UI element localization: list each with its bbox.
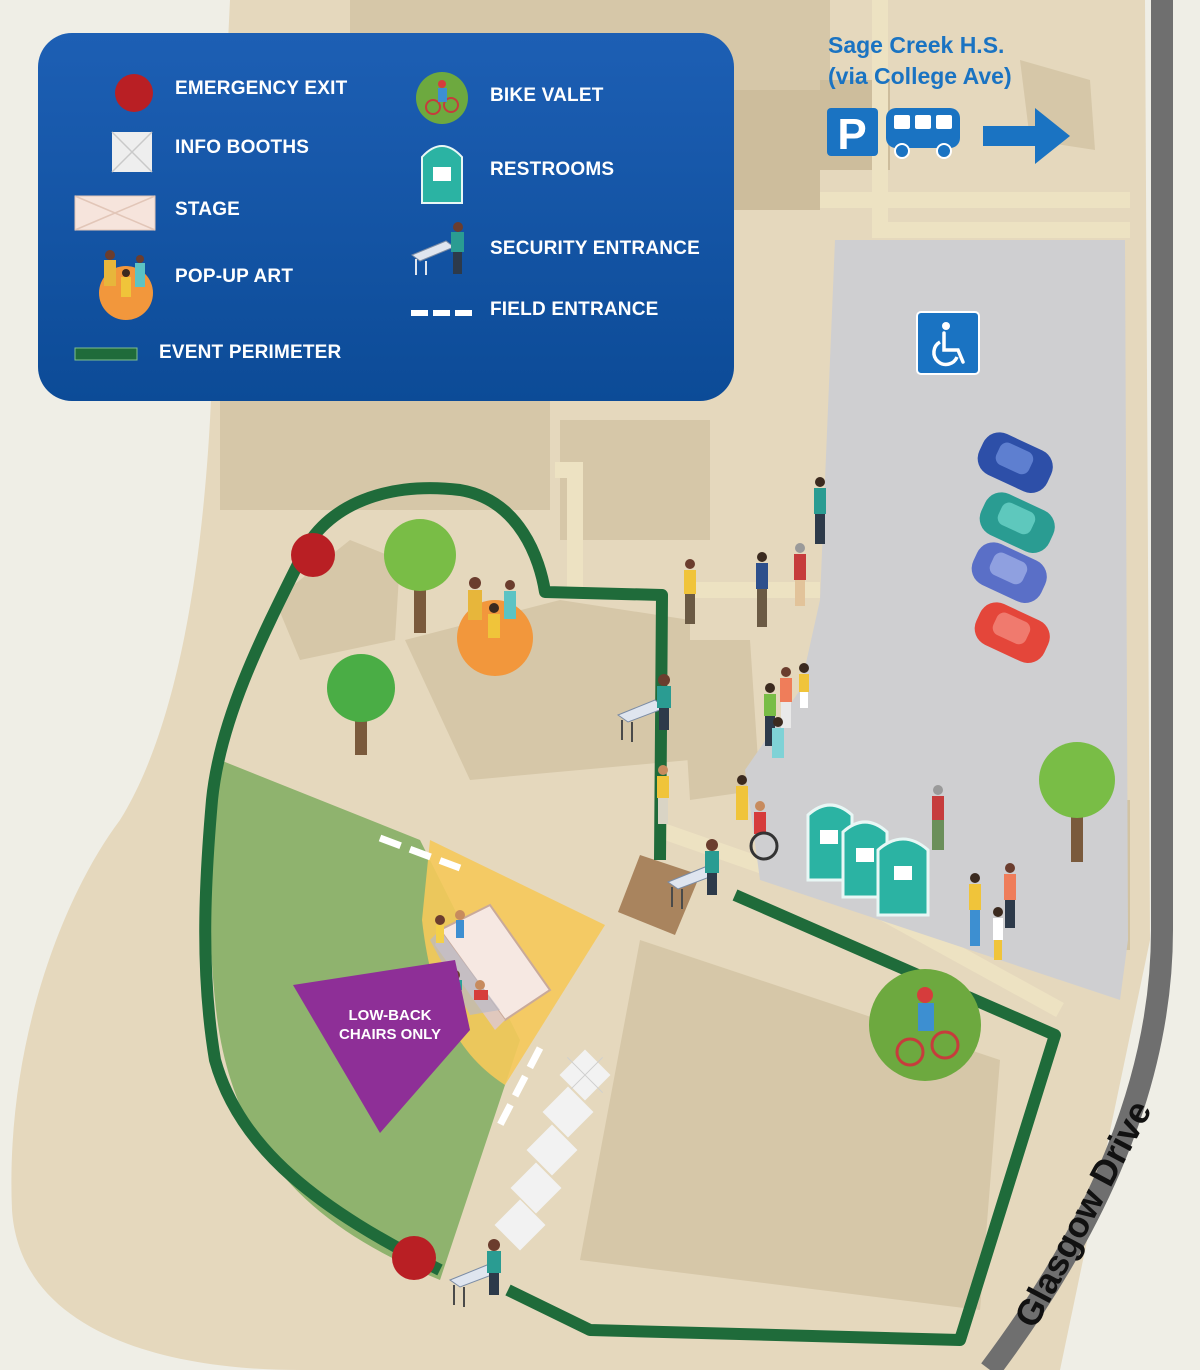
bike-valet-marker: [869, 969, 981, 1081]
parking-sign: P: [827, 108, 878, 159]
restrooms: [806, 803, 930, 917]
person-icon: [756, 552, 768, 627]
field-entrance-north: [378, 834, 462, 872]
security-entrance-center: [666, 839, 719, 909]
tree-icon: [384, 519, 456, 633]
info-booth-icon: [542, 1086, 594, 1138]
security-entrance-legend-icon: [410, 222, 464, 275]
pop-up-art-marker: [457, 577, 533, 676]
person-icon: [657, 765, 669, 824]
legend-emergency-exit: EMERGENCY EXIT: [175, 78, 348, 99]
arrow-right-icon: [983, 108, 1070, 164]
legend-bike-valet: BIKE VALET: [490, 85, 604, 106]
person-icon: [969, 873, 981, 946]
zone-label-line2: CHAIRS ONLY: [339, 1026, 441, 1043]
low-back-chairs-zone: [293, 960, 470, 1133]
wheelchair-user-icon: [749, 801, 779, 861]
legend-info-booths: INFO BOOTHS: [175, 137, 310, 158]
person-icon: [1004, 863, 1016, 928]
legend-restrooms: RESTROOMS: [490, 159, 615, 180]
legend-field-entrance: FIELD ENTRANCE: [490, 299, 659, 320]
legend-stage: STAGE: [175, 199, 241, 220]
event-perimeter-west: [199, 482, 668, 1276]
security-entrance-south: [448, 1239, 501, 1307]
pedestrians: [657, 477, 1016, 960]
field-entrance-south: [496, 1046, 544, 1127]
person-icon: [772, 717, 784, 758]
restroom-legend-icon: [421, 145, 463, 204]
car-icon: [979, 492, 1055, 553]
person-icon: [814, 477, 826, 544]
map-legend: EMERGENCY EXIT INFO BOOTHS STAGE POP-UP …: [38, 33, 734, 401]
info-booth-icon: [510, 1162, 562, 1214]
person-icon: [684, 559, 696, 624]
restroom-icon: [876, 837, 930, 917]
person-icon: [932, 785, 944, 850]
info-booth-legend-icon: [111, 131, 153, 173]
bike-valet-legend-icon: [416, 72, 468, 124]
person-icon: [764, 683, 776, 746]
parking-letter: P: [837, 110, 866, 159]
emergency-exit-icon: [115, 74, 153, 112]
pop-up-art-legend-icon: [99, 250, 153, 320]
info-booths: [494, 1049, 611, 1251]
field-entrance-legend-icon: [411, 310, 472, 316]
glasgow-drive-road: [981, 0, 1173, 1370]
parked-cars: [971, 432, 1055, 663]
bus-icon: [886, 108, 960, 159]
legend-event-perimeter: EVENT PERIMETER: [159, 342, 342, 363]
entrance-patch: [618, 855, 700, 935]
destination-line1: Sage Creek H.S.: [828, 32, 1005, 58]
zone-label-line1: LOW-BACK: [348, 1007, 431, 1024]
person-icon: [799, 663, 809, 708]
tree-icon: [1039, 742, 1115, 862]
tree-icon: [327, 654, 395, 755]
destination-line2: (via College Ave): [828, 63, 1012, 89]
wheelchair-icon: [942, 322, 950, 330]
car-icon: [971, 542, 1047, 603]
destination-label: Sage Creek H.S. (via College Ave): [828, 30, 1012, 92]
legend-pop-up-art: POP-UP ART: [175, 266, 294, 287]
person-icon: [794, 543, 806, 606]
info-booth-icon: [494, 1199, 546, 1251]
car-icon: [977, 432, 1053, 493]
stage-legend-icon: [74, 195, 156, 231]
person-icon: [780, 667, 792, 728]
event-perimeter-legend-icon: [74, 347, 138, 361]
info-booth-icon: [559, 1049, 611, 1101]
person-icon: [736, 775, 748, 820]
trees: [327, 519, 1115, 862]
person-icon: [993, 907, 1003, 960]
emergency-exit-north: [291, 533, 335, 577]
car-icon: [974, 602, 1050, 663]
security-entrance-north: [616, 674, 671, 742]
legend-security-entrance: SECURITY ENTRANCE: [490, 238, 700, 259]
accessible-parking-sign: [916, 311, 980, 375]
emergency-exit-south: [392, 1236, 436, 1280]
info-booth-icon: [526, 1124, 578, 1176]
